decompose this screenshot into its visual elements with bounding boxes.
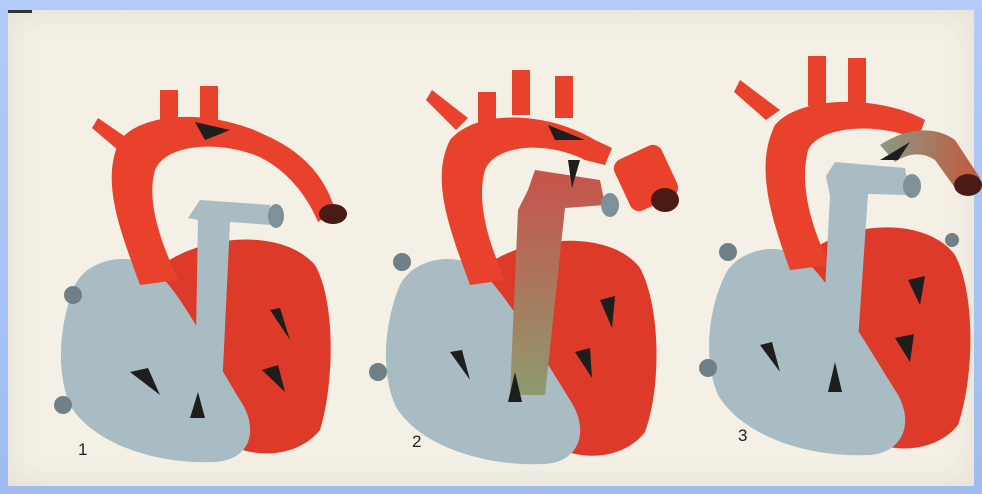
heart-2: [369, 70, 681, 464]
heart-3: [699, 56, 982, 455]
figure-label-3: 3: [738, 426, 747, 446]
figure-label-1: 1: [78, 440, 87, 460]
heart-1: [54, 86, 347, 462]
figure-label-2: 2: [412, 432, 421, 452]
